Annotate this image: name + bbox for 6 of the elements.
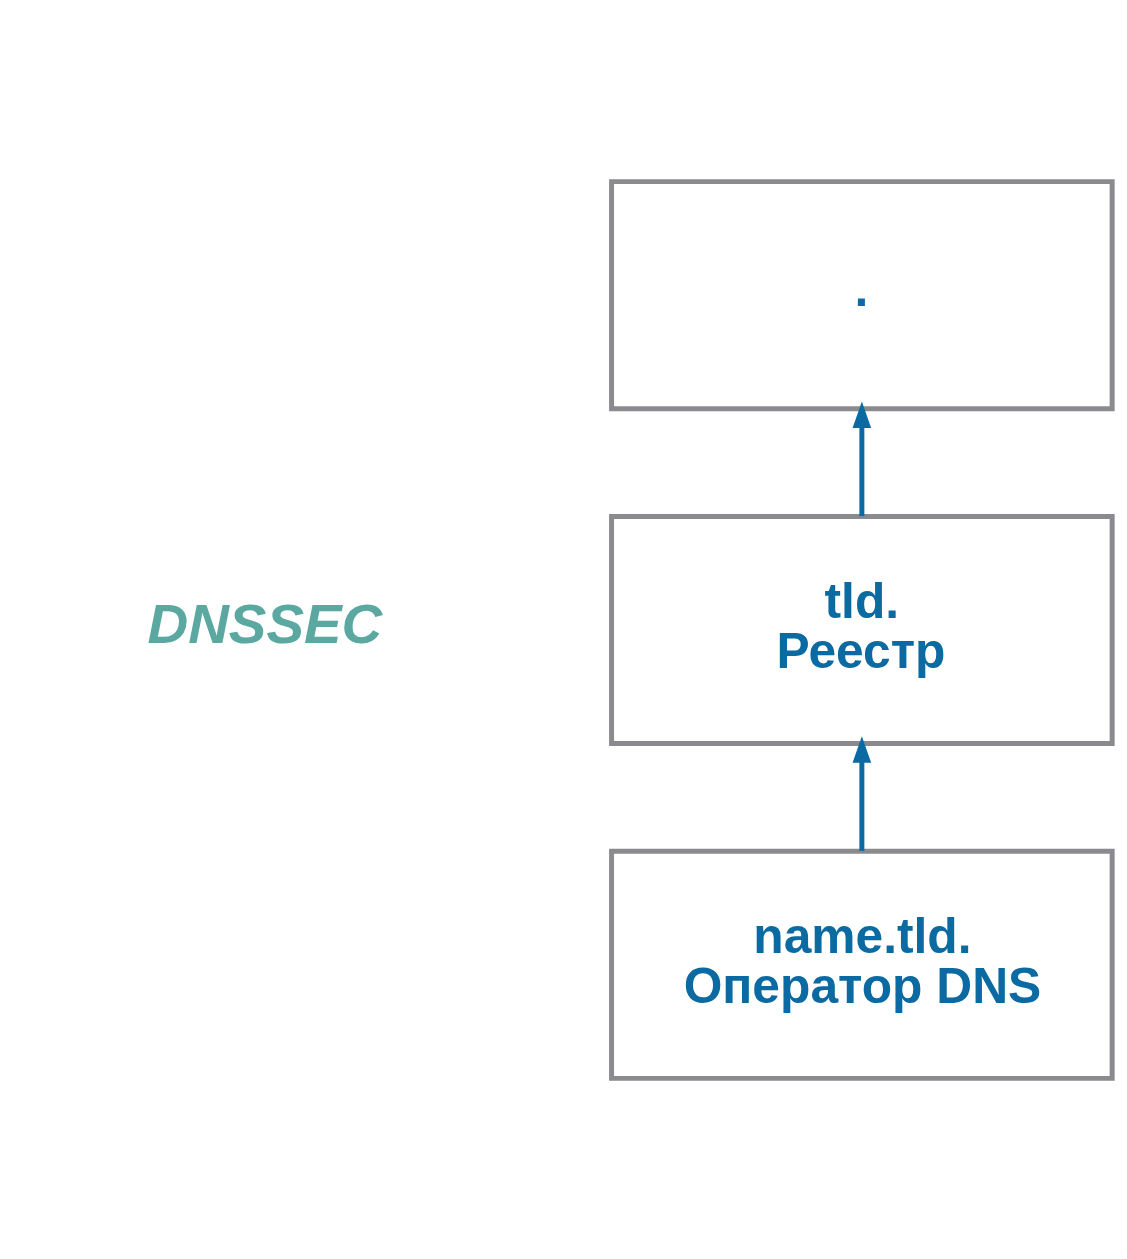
arrow	[852, 735, 872, 851]
node-box: .	[609, 178, 1115, 411]
label: DNSSEC	[147, 591, 383, 655]
node-box: tld. Реестр	[609, 513, 1115, 746]
arrow	[852, 400, 872, 516]
node-box: name.tld. Оператор DNS	[609, 848, 1115, 1081]
